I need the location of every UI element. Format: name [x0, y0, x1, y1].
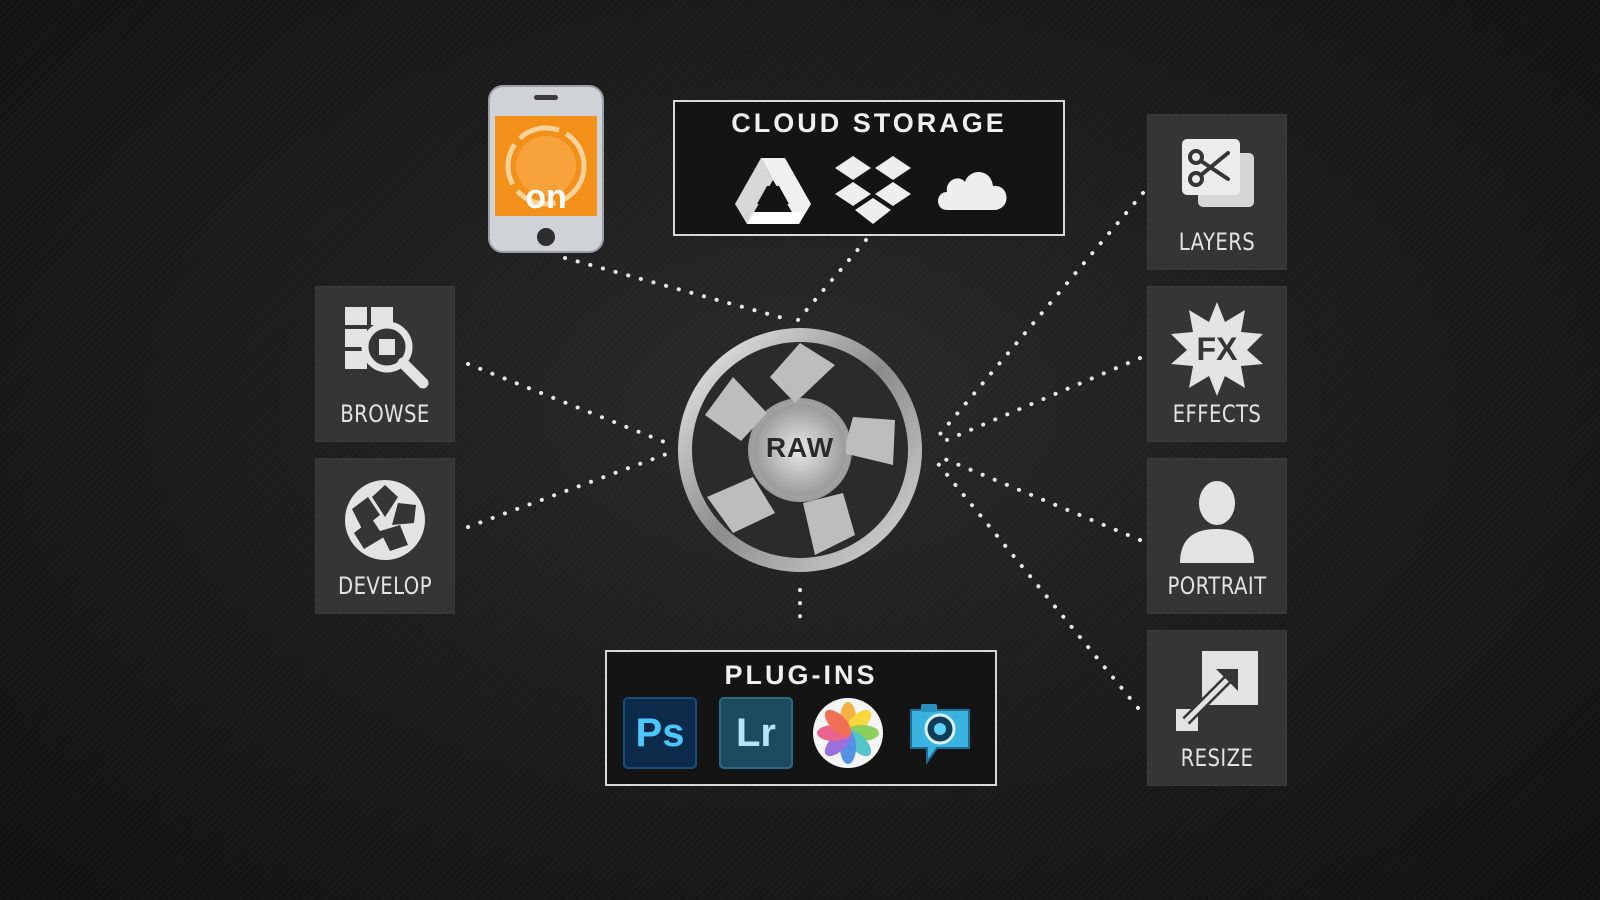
svg-text:FX: FX	[1197, 331, 1239, 367]
module-resize[interactable]: RESIZE	[1147, 630, 1287, 786]
lightroom-icon[interactable]: Lr	[719, 697, 793, 769]
effects-icon: FX	[1171, 302, 1263, 396]
module-effects-label: EFFECTS	[1172, 400, 1262, 428]
module-browse-label: BROWSE	[340, 400, 430, 428]
photoshop-text: Ps	[635, 711, 685, 755]
module-layers[interactable]: LAYERS	[1147, 114, 1287, 270]
module-develop-label: DEVELOP	[338, 572, 432, 600]
on1-logo-text: on	[525, 178, 567, 216]
plugins-title: PLUG-INS	[724, 660, 878, 690]
icloud-icon[interactable]	[933, 162, 1013, 214]
cloud-storage-panel: CLOUD STORAGE	[673, 100, 1065, 236]
mobile-app-phone[interactable]: on	[487, 84, 605, 254]
module-layers-label: LAYERS	[1178, 228, 1256, 256]
connector-layers	[933, 191, 1145, 442]
develop-icon	[345, 480, 425, 560]
layers-icon	[1182, 139, 1254, 207]
module-portrait-label: PORTRAIT	[1167, 572, 1267, 600]
connector-mobile	[563, 256, 792, 322]
google-drive-icon[interactable]	[733, 156, 813, 226]
module-browse[interactable]: BROWSE	[315, 286, 455, 442]
photoshop-icon[interactable]: Ps	[623, 697, 697, 769]
dropbox-icon[interactable]	[833, 154, 913, 226]
apple-photos-icon[interactable]	[811, 696, 885, 770]
connector-cloud	[796, 238, 868, 322]
module-develop[interactable]: DEVELOP	[315, 458, 455, 614]
cloud-storage-title: CLOUD STORAGE	[731, 108, 1007, 138]
aperture-icon[interactable]	[903, 696, 977, 770]
portrait-icon	[1180, 481, 1254, 563]
connector-develop	[466, 450, 674, 529]
connector-browse	[466, 362, 674, 447]
resize-icon	[1176, 651, 1258, 731]
module-resize-label: RESIZE	[1180, 744, 1254, 772]
plugins-panel: PLUG-INS Ps Lr	[605, 650, 997, 786]
raw-aperture-hub[interactable]	[675, 325, 925, 575]
lightroom-text: Lr	[736, 711, 776, 755]
connector-resize	[933, 458, 1140, 710]
module-portrait[interactable]: PORTRAIT	[1147, 458, 1287, 614]
browse-icon	[345, 307, 429, 389]
connector-portrait	[933, 453, 1142, 542]
raw-label: RAW	[765, 432, 835, 463]
module-effects[interactable]: FX EFFECTS	[1147, 286, 1287, 442]
